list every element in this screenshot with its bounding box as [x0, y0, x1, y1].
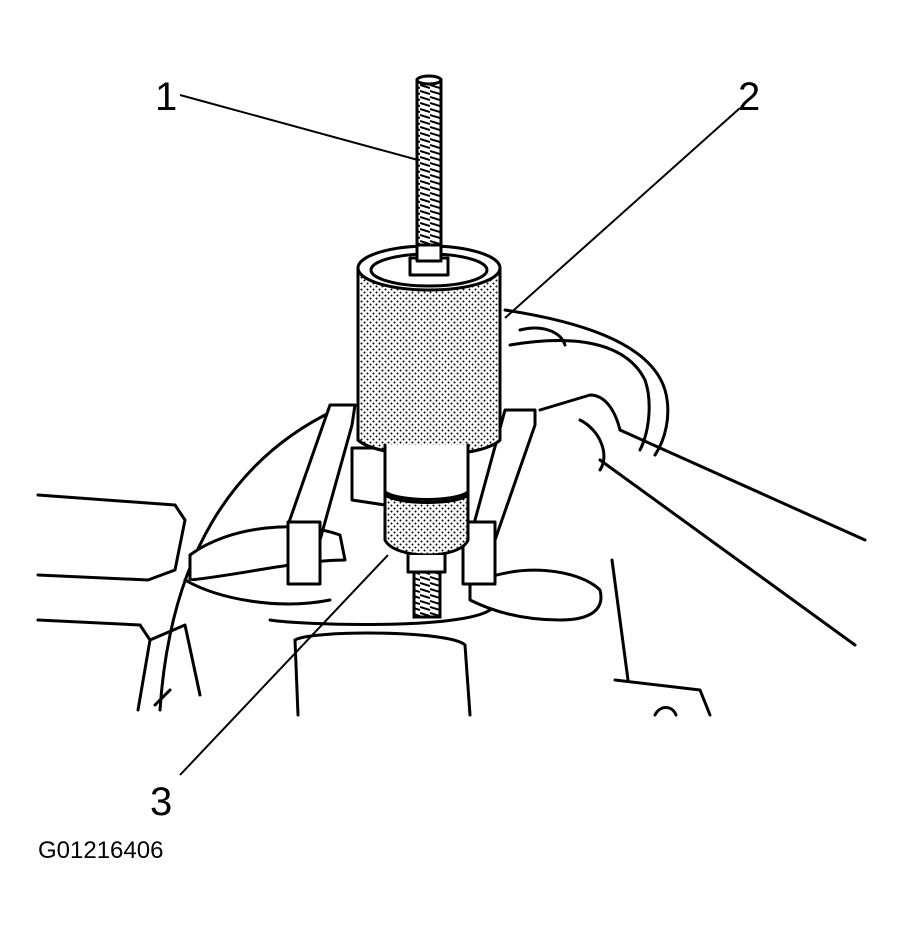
- sleeve-collar: [383, 443, 470, 504]
- axle-shaft: [538, 393, 867, 647]
- figure-id: G01216406: [38, 837, 163, 864]
- threaded-rod: [415, 74, 443, 262]
- puller-sleeve: [356, 243, 502, 457]
- leader-line-1: [179, 94, 419, 161]
- leader-line-3: [179, 554, 389, 776]
- left-housing: [36, 493, 202, 712]
- adapter: [383, 491, 470, 619]
- leader-lines: [179, 94, 741, 776]
- hub-casting: [158, 308, 670, 712]
- callout-2-label: 2: [738, 75, 760, 119]
- callout-1-label: 1: [155, 75, 177, 119]
- leader-line-2: [504, 107, 741, 319]
- callout-3-label: 3: [150, 780, 172, 824]
